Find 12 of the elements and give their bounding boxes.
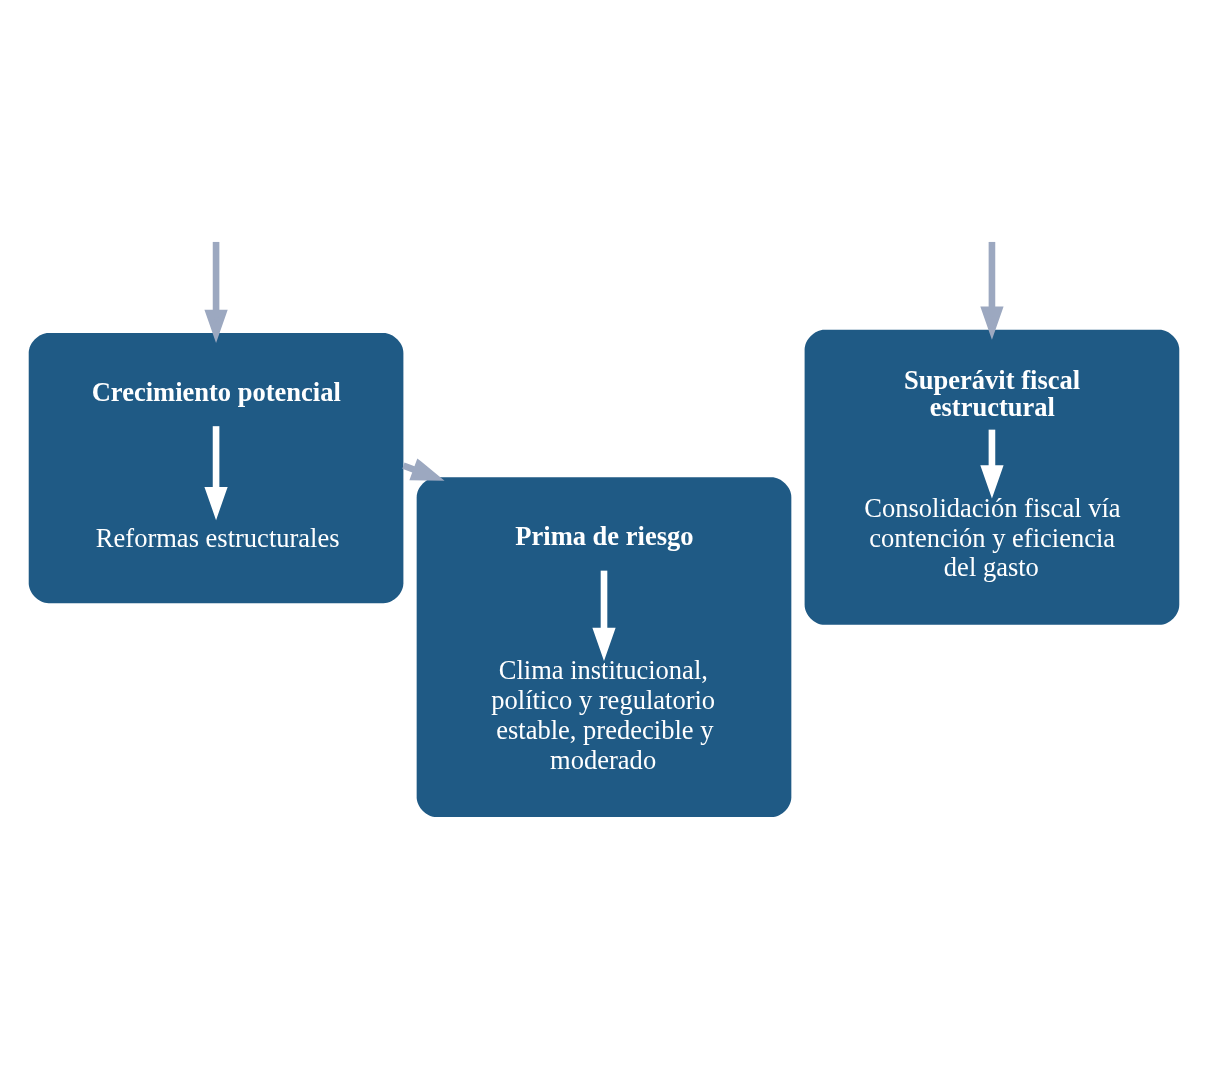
node-text: Prima de riesgo bbox=[515, 520, 694, 551]
node-text: Clima institucional, político y regulatorio estable, predecible y moderado bbox=[491, 654, 716, 775]
cluster bbox=[416, 476, 792, 817]
arrow bbox=[204, 241, 228, 343]
node-text: Crecimiento potencial bbox=[91, 376, 341, 407]
cluster bbox=[804, 329, 1180, 625]
node-text: Consolidación fiscal vía contención y eficiencia del gasto bbox=[864, 492, 1121, 582]
node-text: Reformas estructurales bbox=[95, 522, 340, 553]
arrow bbox=[980, 241, 1004, 340]
arrow bbox=[204, 425, 228, 520]
node-text: Superávit fiscal estructural bbox=[904, 364, 1081, 422]
cluster bbox=[28, 332, 404, 603]
